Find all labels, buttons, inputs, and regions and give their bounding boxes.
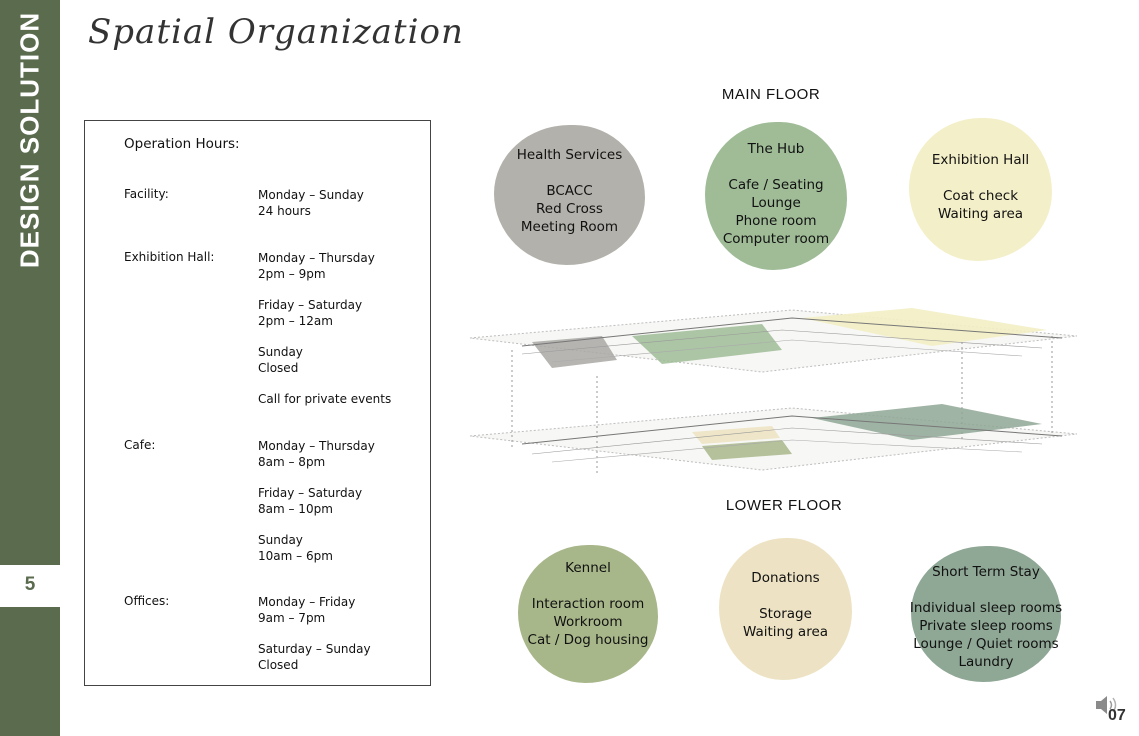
page-title: Spatial Organization <box>88 12 464 52</box>
cafe-hours-weekday: Monday – Thursday 8am – 8pm <box>258 439 375 469</box>
health-services-item: Red Cross <box>536 201 603 217</box>
kennel-title: Kennel <box>565 560 611 576</box>
kennel-bubble: Kennel Interaction room Workroom Cat / D… <box>518 545 658 683</box>
kennel-item: Cat / Dog housing <box>527 632 649 648</box>
health-services-bubble: Health Services BCACC Red Cross Meeting … <box>494 125 645 265</box>
donations-item: Storage <box>759 606 812 622</box>
facility-hours: Monday – Sunday 24 hours <box>258 188 364 218</box>
axonometric-floor-plan <box>469 308 1078 475</box>
the-hub-bubble: The Hub Cafe / Seating Lounge Phone room… <box>705 122 847 270</box>
sidebar-section-title: DESIGN SOLUTION <box>14 11 45 269</box>
short-term-stay-item: Individual sleep rooms <box>909 600 1063 616</box>
exhibition-hall-item: Waiting area <box>937 205 1024 222</box>
cafe-label: Cafe: <box>124 438 156 452</box>
lower-floor-label: LOWER FLOOR <box>725 497 843 514</box>
the-hub-item: Cafe / Seating <box>728 177 824 193</box>
exhibition-hours-weekend: Friday – Saturday 2pm – 12am <box>258 298 363 328</box>
the-hub-item: Phone room <box>735 213 817 229</box>
donations-title: Donations <box>751 570 820 586</box>
cafe-hours-weekend: Friday – Saturday 8am – 10pm <box>258 486 363 516</box>
exhibition-hours-weekday: Monday – Thursday 2pm – 9pm <box>258 251 375 281</box>
cafe-hours-sunday: Sunday 10am – 6pm <box>258 533 333 563</box>
offices-hours-weekend: Saturday – Sunday Closed <box>258 642 371 672</box>
main-floor-label: MAIN FLOOR <box>721 86 821 103</box>
exhibition-hall-item: Coat check <box>942 187 1019 204</box>
speaker-icon[interactable] <box>1094 692 1120 718</box>
operation-hours-heading: Operation Hours: <box>124 136 240 152</box>
exhibition-hours-sunday: Sunday Closed <box>258 345 303 375</box>
section-page-number: 5 <box>24 574 36 595</box>
health-services-title: Health Services <box>516 147 623 163</box>
short-term-stay-item: Lounge / Quiet rooms <box>913 636 1059 652</box>
the-hub-item: Computer room <box>722 231 830 247</box>
health-services-item: Meeting Room <box>520 219 619 235</box>
kennel-item: Workroom <box>553 614 623 630</box>
donations-item: Waiting area <box>742 624 829 640</box>
the-hub-item: Lounge <box>751 195 801 211</box>
offices-hours-weekday: Monday – Friday 9am – 7pm <box>258 595 356 625</box>
health-services-item: BCACC <box>546 183 593 199</box>
exhibition-private-events: Call for private events <box>258 392 392 406</box>
operation-hours-panel <box>84 120 431 686</box>
donations-bubble: Donations Storage Waiting area <box>719 538 852 680</box>
short-term-stay-item: Laundry <box>958 654 1014 670</box>
sidebar-band-bottom <box>0 607 60 736</box>
short-term-stay-bubble: Short Term Stay Individual sleep rooms P… <box>909 546 1063 682</box>
exhibition-hall-title: Exhibition Hall <box>931 151 1030 168</box>
kennel-item: Interaction room <box>531 596 645 612</box>
slide-number: 07 <box>1108 707 1126 724</box>
exhibition-hall-bubble: Exhibition Hall Coat check Waiting area <box>909 118 1052 261</box>
short-term-stay-title: Short Term Stay <box>932 564 1040 580</box>
short-term-stay-item: Private sleep rooms <box>919 618 1053 634</box>
sidebar-band <box>0 0 60 565</box>
facility-label: Facility: <box>124 187 169 201</box>
exhibition-hall-label: Exhibition Hall: <box>124 250 215 264</box>
the-hub-title: The Hub <box>747 141 805 157</box>
offices-label: Offices: <box>124 594 170 608</box>
